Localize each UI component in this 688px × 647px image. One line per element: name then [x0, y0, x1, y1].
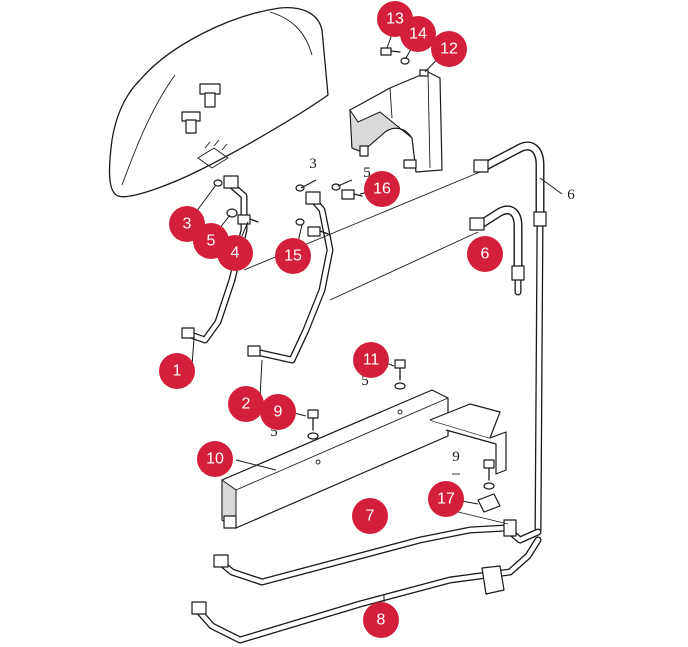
callout-8[interactable]: 8: [363, 602, 399, 638]
svg-text:8: 8: [377, 612, 386, 629]
bolt-9-left: [307, 409, 319, 431]
svg-text:17: 17: [437, 491, 455, 508]
svg-text:3: 3: [183, 216, 192, 233]
callout-12[interactable]: 12: [431, 31, 467, 67]
svg-text:14: 14: [409, 26, 427, 43]
label-3-plain: 3: [309, 156, 317, 172]
label-5-plain-mid: 5: [361, 373, 369, 389]
label-5-plain-top: 5: [363, 165, 371, 181]
svg-text:5: 5: [207, 233, 216, 250]
callout-4[interactable]: 4: [217, 235, 253, 271]
washer-5-lower: [307, 432, 319, 440]
callout-7[interactable]: 7: [352, 498, 388, 534]
callout-1[interactable]: 1: [159, 353, 195, 389]
fuel-pipe-2: [247, 191, 334, 364]
callout-6[interactable]: 6: [467, 236, 503, 272]
svg-text:7: 7: [366, 508, 375, 525]
svg-text:15: 15: [284, 248, 302, 265]
svg-text:11: 11: [363, 352, 380, 369]
washer-right: [483, 482, 495, 490]
callout-2[interactable]: 2: [228, 386, 264, 422]
svg-text:1: 1: [173, 363, 182, 380]
svg-text:10: 10: [206, 451, 224, 468]
fuel-pipe-7: [213, 509, 542, 586]
svg-text:13: 13: [386, 11, 404, 28]
svg-text:12: 12: [440, 41, 458, 58]
tank-fitting-lower: [181, 111, 201, 134]
washer-15: [295, 218, 305, 226]
bolt-4: [237, 214, 259, 225]
fuel-hose-6-short: [469, 205, 525, 296]
bolt-13: [380, 47, 401, 56]
guide-line-2: [329, 231, 479, 301]
o-ring-3-left: [213, 179, 223, 187]
washer-5-upper: [394, 382, 406, 390]
svg-text:16: 16: [373, 181, 391, 198]
washer-5-right: [331, 183, 341, 191]
washer-5-left: [226, 208, 238, 218]
clip-bracket: [481, 565, 505, 595]
callout-16[interactable]: 16: [364, 171, 400, 207]
clip-12: [419, 69, 429, 77]
o-ring-3-right: [295, 184, 305, 192]
bolt-16: [341, 189, 363, 200]
tank-fitting-upper: [199, 83, 221, 108]
callout-15[interactable]: 15: [275, 238, 311, 274]
fuel-tank: [108, 6, 329, 198]
label-5-plain-low: 5: [270, 424, 278, 440]
clamp-17: [477, 493, 501, 513]
label-9-plain: 9: [452, 449, 460, 465]
bolt-15: [307, 226, 329, 237]
callout-17[interactable]: 17: [428, 481, 464, 517]
bolt-9-right: [483, 459, 495, 481]
fuel-pipe-8: [191, 536, 542, 644]
svg-text:6: 6: [481, 246, 490, 263]
fuel-pipe-1: [181, 175, 248, 344]
bracket-10: [221, 389, 507, 529]
fuel-hose-6-long: [473, 141, 547, 534]
callout-14[interactable]: 14: [400, 16, 436, 52]
callout-9[interactable]: 9: [260, 394, 296, 430]
svg-text:4: 4: [231, 245, 240, 262]
bolt-11: [394, 359, 406, 381]
svg-text:9: 9: [274, 404, 283, 421]
svg-text:2: 2: [242, 396, 251, 413]
label-6-plain: 6: [567, 187, 575, 203]
callout-11[interactable]: 11: [353, 342, 389, 378]
washer-14: [400, 57, 410, 65]
callout-10[interactable]: 10: [197, 441, 233, 477]
heat-shield: [349, 71, 443, 173]
